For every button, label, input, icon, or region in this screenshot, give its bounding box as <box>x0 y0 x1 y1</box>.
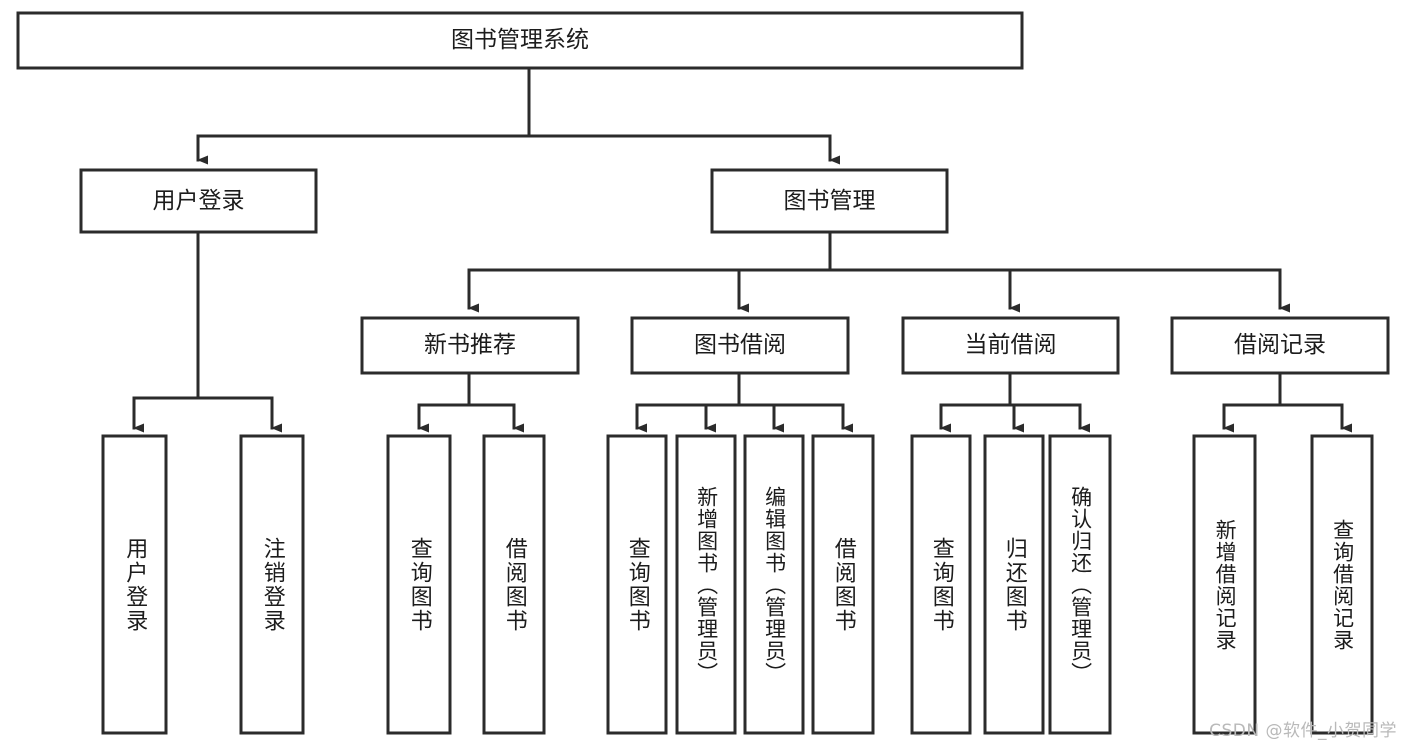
node-box-leaf-query-borrow-record[interactable] <box>1310 434 1374 735</box>
node-box-leaf-add-book-admin[interactable] <box>675 434 737 735</box>
node-box-leaf-borrow-book-1[interactable] <box>482 434 546 735</box>
node-box-leaf-query-book-1[interactable] <box>386 434 452 735</box>
node-box-leaf-query-book-3[interactable] <box>910 434 972 735</box>
node-box-leaf-confirm-return-admin[interactable] <box>1048 434 1112 735</box>
node-box-leaf-add-borrow-record[interactable] <box>1192 434 1257 735</box>
node-box-root[interactable] <box>16 11 1024 70</box>
node-box-book-borrow[interactable] <box>630 316 850 375</box>
node-box-new-book-recommend[interactable] <box>360 316 580 375</box>
node-box-book-manage[interactable] <box>710 168 949 234</box>
node-box-leaf-return-book[interactable] <box>983 434 1045 735</box>
node-box-leaf-edit-book-admin[interactable] <box>743 434 805 735</box>
node-box-current-borrow[interactable] <box>901 316 1120 375</box>
node-box-leaf-borrow-book-2[interactable] <box>811 434 875 735</box>
watermark-text: CSDN @软件_小贺同学 <box>1209 721 1397 741</box>
node-box-borrow-record[interactable] <box>1170 316 1390 375</box>
node-box-user-login[interactable] <box>79 168 318 234</box>
node-box-leaf-user-login[interactable] <box>101 434 168 735</box>
node-box-leaf-query-book-2[interactable] <box>606 434 668 735</box>
node-box-leaf-logout[interactable] <box>239 434 305 735</box>
